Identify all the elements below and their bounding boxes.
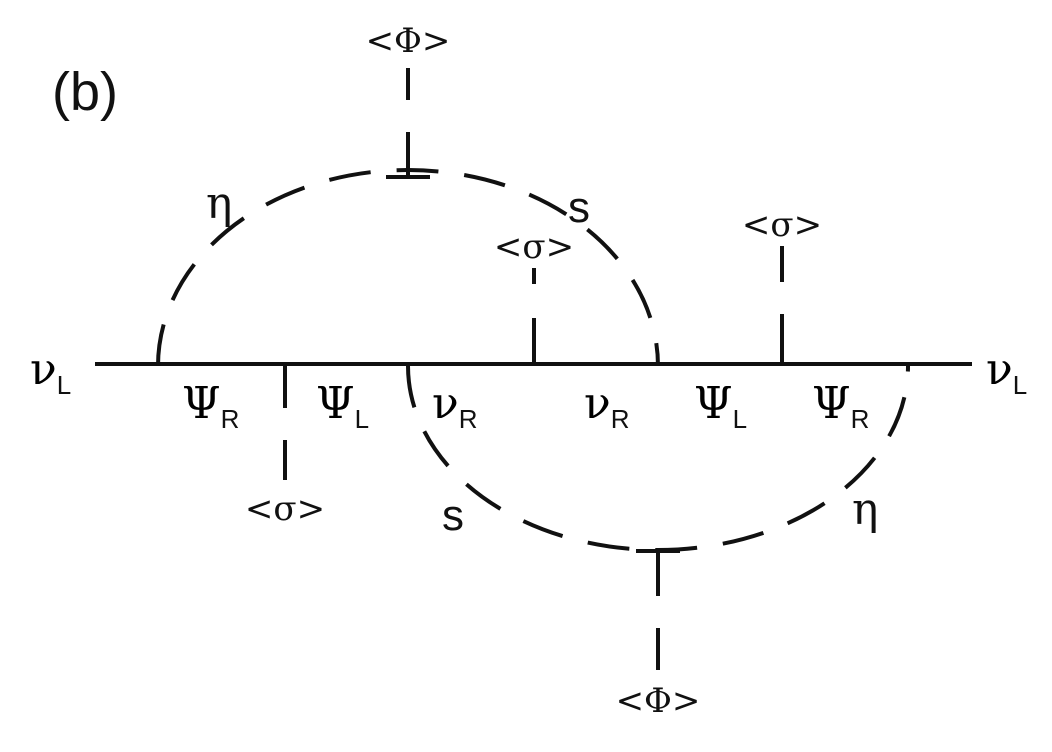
scalar-label-s-upper: s (568, 183, 590, 232)
vev-sigma-lower-left: <σ> (245, 489, 325, 529)
scalar-label-eta-upper: η (206, 178, 232, 229)
vev-phi-bottom: <Φ> (616, 681, 701, 721)
propagator-label: ΨL (316, 378, 369, 434)
propagator-label: ΨL (694, 378, 747, 434)
propagator-label: νR (584, 378, 630, 434)
scalar-label-eta-lower: η (852, 484, 878, 535)
propagator-label: ΨR (182, 378, 239, 434)
propagator-label: ΨR (812, 378, 869, 434)
vev-phi-top: <Φ> (366, 21, 451, 61)
external-leg-left: νL (30, 344, 71, 400)
external-leg-right: νL (986, 344, 1027, 400)
vev-sigma-upper-right: <σ> (742, 205, 822, 245)
scalar-label-s-lower: s (442, 491, 464, 540)
propagator-label: νR (432, 378, 478, 434)
panel-label: (b) (52, 62, 118, 122)
vev-sigma-upper-mid: <σ> (494, 227, 574, 267)
